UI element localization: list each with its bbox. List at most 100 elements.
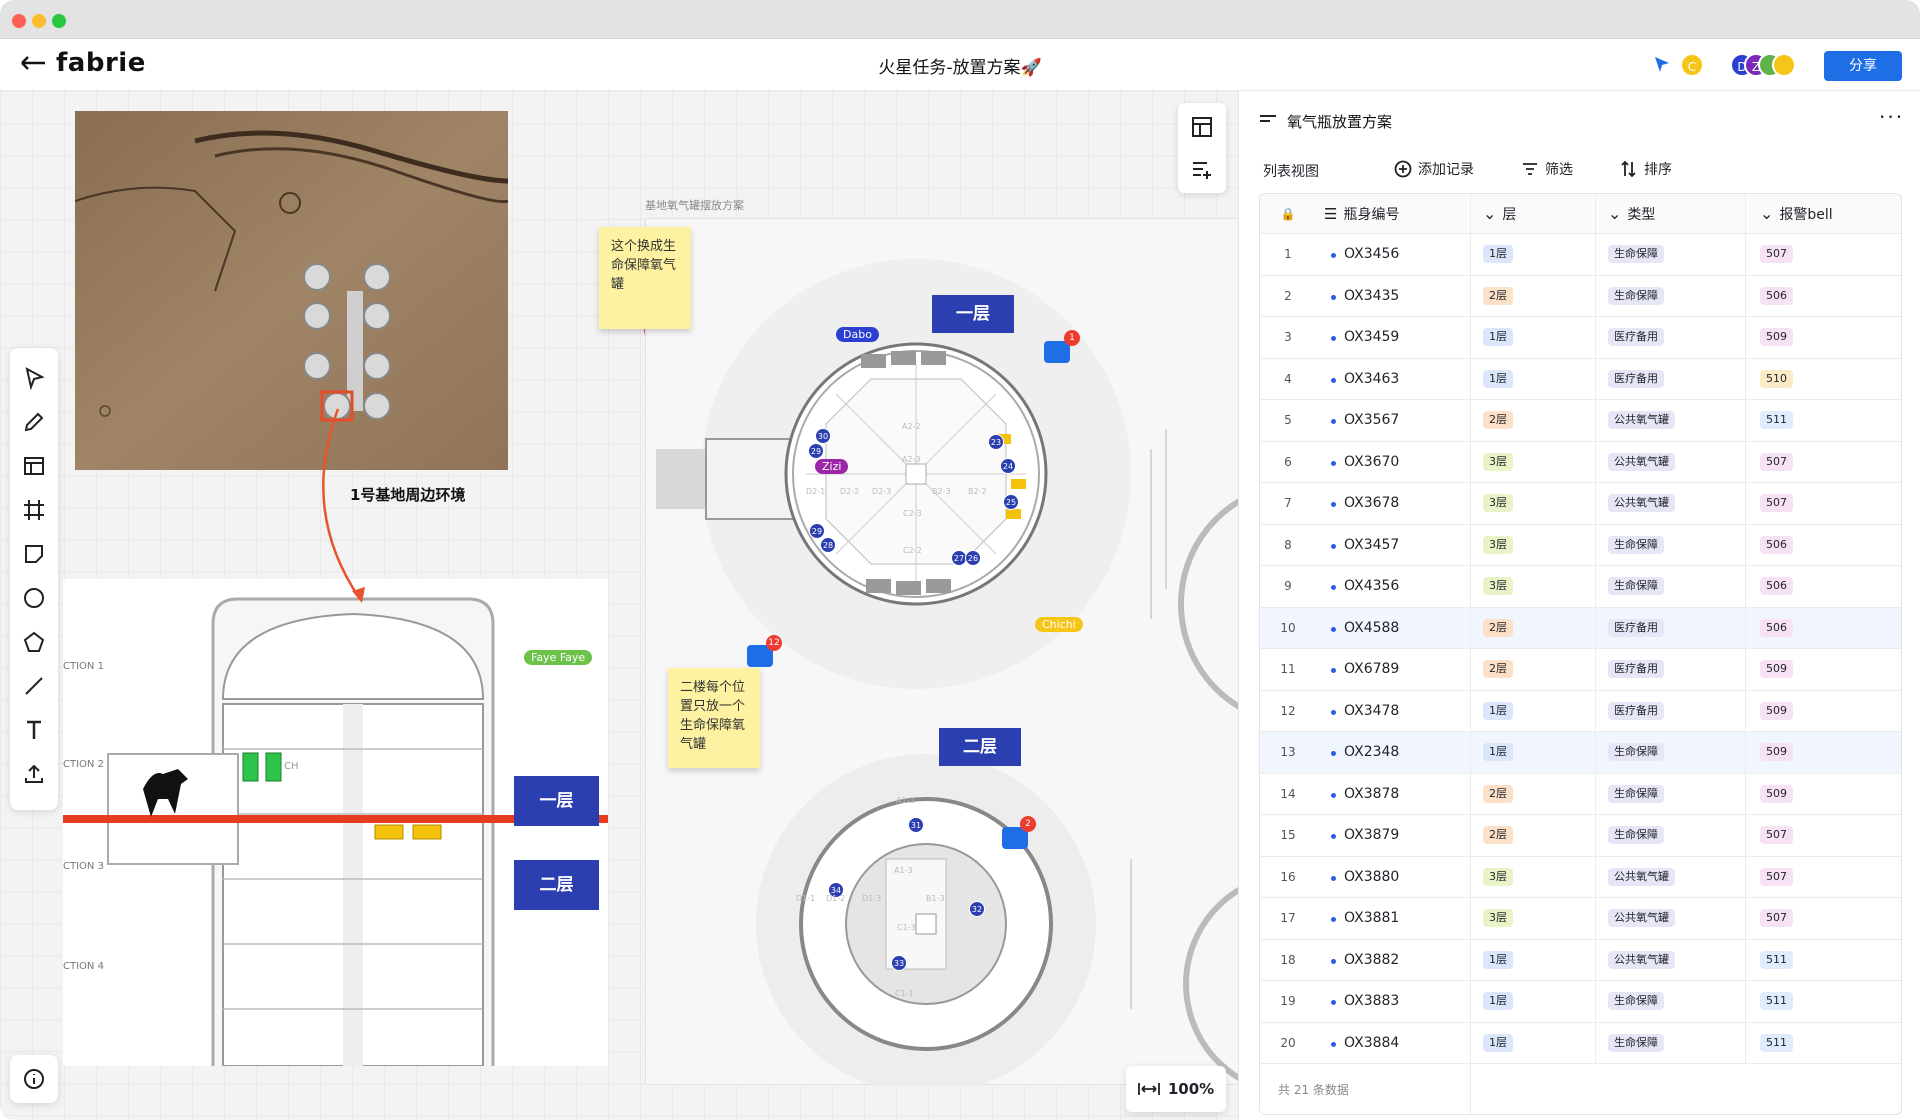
add-record-button[interactable]: 添加记录 (1394, 159, 1474, 179)
tank-marker[interactable]: 23 (988, 434, 1004, 450)
bottle-id-cell[interactable]: OX4356 (1316, 566, 1471, 607)
fit-width-icon[interactable] (1137, 1082, 1160, 1096)
info-button[interactable] (10, 1055, 58, 1103)
floor-cell[interactable]: 3层 (1471, 524, 1596, 565)
type-cell[interactable]: 公共氧气罐 (1596, 898, 1746, 939)
bottle-id-cell[interactable]: OX3670 (1316, 441, 1471, 482)
alarm-cell[interactable]: 511 (1746, 1023, 1901, 1064)
alarm-cell[interactable]: 511 (1746, 981, 1901, 1022)
bottle-id-cell[interactable]: OX3884 (1316, 1022, 1471, 1063)
upload-tool-icon[interactable] (22, 762, 46, 786)
type-cell[interactable]: 生命保障 (1596, 981, 1746, 1022)
tank-marker[interactable]: 24 (1000, 458, 1016, 474)
type-cell[interactable]: 公共氧气罐 (1596, 483, 1746, 524)
ellipse-tool-icon[interactable] (22, 586, 46, 610)
panel-menu-icon[interactable] (1259, 114, 1277, 128)
type-cell[interactable]: 医疗备用 (1596, 358, 1746, 399)
layout-icon[interactable] (1190, 115, 1214, 139)
share-button[interactable]: 分享 (1824, 51, 1902, 81)
alarm-cell[interactable]: 509 (1746, 649, 1901, 690)
type-cell[interactable]: 生命保障 (1596, 234, 1746, 275)
type-cell[interactable]: 公共氧气罐 (1596, 400, 1746, 441)
alarm-cell[interactable]: 506 (1746, 276, 1901, 317)
bottle-id-cell[interactable]: OX3459 (1316, 317, 1471, 358)
bottle-id-cell[interactable]: OX3478 (1316, 690, 1471, 731)
mars-terrain-image[interactable] (75, 111, 508, 470)
type-cell[interactable]: 医疗备用 (1596, 607, 1746, 648)
alarm-cell[interactable]: 506 (1746, 525, 1901, 566)
sticky-note[interactable]: 二楼每个位置只放一个生命保障氧气罐 (668, 668, 760, 768)
bottle-id-cell[interactable]: OX3678 (1316, 483, 1471, 524)
select-tool-icon[interactable] (22, 366, 46, 390)
floor-1-label[interactable]: 一层 (932, 295, 1014, 333)
type-cell[interactable]: 生命保障 (1596, 275, 1746, 316)
alarm-cell[interactable]: 509 (1746, 732, 1901, 773)
zoom-control[interactable]: 100% (1126, 1066, 1226, 1112)
whiteboard-canvas[interactable]: 1号基地周边环境 CTION 1 CTION 2 CTION 3 CTION 4… (0, 91, 1238, 1120)
document-title[interactable]: 火星任务-放置方案🚀 (878, 58, 1042, 78)
floor-cell[interactable]: 3层 (1471, 566, 1596, 607)
type-cell[interactable]: 生命保障 (1596, 732, 1746, 773)
polygon-tool-icon[interactable] (22, 630, 46, 654)
bottle-id-cell[interactable]: OX3882 (1316, 939, 1471, 980)
floor-cell[interactable]: 1层 (1471, 939, 1596, 980)
floor-cell[interactable]: 1层 (1471, 234, 1596, 275)
bottle-id-cell[interactable]: OX2348 (1316, 732, 1471, 773)
sticky-note[interactable]: 这个换成生命保障氧气罐 (599, 227, 691, 329)
type-cell[interactable]: 公共氧气罐 (1596, 939, 1746, 980)
layout-frame[interactable] (645, 218, 1238, 1094)
logo[interactable]: fabrie (20, 48, 146, 78)
bottle-id-cell[interactable]: OX6789 (1316, 649, 1471, 690)
panel-title[interactable]: 氧气瓶放置方案 (1287, 113, 1393, 131)
tank-marker[interactable]: 30 (815, 428, 831, 444)
bottle-id-cell[interactable]: OX3456 (1316, 234, 1471, 275)
comment-icon[interactable] (1044, 341, 1070, 363)
alarm-cell[interactable]: 507 (1746, 442, 1901, 483)
floor-cell[interactable]: 3层 (1471, 898, 1596, 939)
floor-cell[interactable]: 1层 (1471, 317, 1596, 358)
type-cell[interactable]: 生命保障 (1596, 566, 1746, 607)
alarm-cell[interactable]: 507 (1746, 483, 1901, 524)
avatar[interactable] (1772, 53, 1796, 77)
floor-cell[interactable]: 1层 (1471, 1022, 1596, 1063)
floor-cell[interactable]: 2层 (1471, 649, 1596, 690)
text-tool-icon[interactable] (22, 718, 46, 742)
floor-cell[interactable]: 1层 (1471, 358, 1596, 399)
alarm-cell[interactable]: 511 (1746, 940, 1901, 981)
floor-1-button[interactable]: 一层 (514, 776, 599, 826)
floor-cell[interactable]: 3层 (1471, 483, 1596, 524)
alarm-cell[interactable]: 507 (1746, 857, 1901, 898)
bottle-id-cell[interactable]: OX3457 (1316, 524, 1471, 565)
alarm-cell[interactable]: 506 (1746, 566, 1901, 607)
bottle-id-cell[interactable]: OX3567 (1316, 400, 1471, 441)
alarm-cell[interactable]: 507 (1746, 234, 1901, 275)
bottle-id-cell[interactable]: OX3463 (1316, 358, 1471, 399)
floor-cell[interactable]: 2层 (1471, 815, 1596, 856)
bottle-id-cell[interactable]: OX3878 (1316, 773, 1471, 814)
type-cell[interactable]: 医疗备用 (1596, 649, 1746, 690)
column-header-id[interactable]: ☰瓶身编号 (1316, 194, 1471, 233)
floor-2-button[interactable]: 二层 (514, 860, 599, 910)
type-cell[interactable]: 生命保障 (1596, 815, 1746, 856)
bottle-id-cell[interactable]: OX4588 (1316, 607, 1471, 648)
tank-marker[interactable]: 34 (828, 882, 844, 898)
bottle-id-cell[interactable]: OX3883 (1316, 981, 1471, 1022)
type-cell[interactable]: 生命保障 (1596, 524, 1746, 565)
floor-cell[interactable]: 2层 (1471, 773, 1596, 814)
tank-marker[interactable]: 26 (965, 550, 981, 566)
tank-marker[interactable]: 33 (891, 955, 907, 971)
filter-button[interactable]: 筛选 (1521, 159, 1573, 179)
bottle-id-cell[interactable]: OX3879 (1316, 815, 1471, 856)
floor-2-label[interactable]: 二层 (939, 728, 1021, 766)
cursor-follow-icon[interactable] (1652, 54, 1672, 74)
